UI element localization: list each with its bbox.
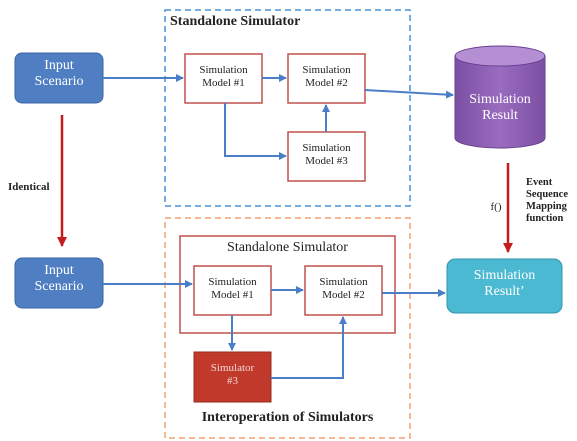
bottom-section-title: Interoperation of Simulators	[201, 410, 374, 425]
inner-standalone-title: Standalone Simulator	[227, 240, 348, 255]
bottom-section-border	[164, 217, 411, 439]
top-section-title: Standalone Simulator	[170, 14, 301, 29]
arrow-model1-to-model3	[224, 103, 287, 160]
simulator-3-label: Simulator#3	[210, 362, 255, 387]
result-database-icon	[454, 45, 546, 149]
top-model-3-box	[287, 131, 366, 182]
arrow-model2-to-result	[364, 89, 454, 99]
arrow-simulator3-to-model2	[271, 316, 347, 379]
result-prime-box	[446, 258, 563, 314]
top-section-border	[164, 9, 411, 207]
bottom-model-2-box	[304, 265, 383, 316]
simulator-3-box	[193, 351, 272, 403]
mapping-function-symbol: f()	[490, 201, 502, 213]
top-model-2-box	[287, 53, 366, 104]
bottom-model-1-box	[193, 265, 272, 316]
identical-label: Identical	[8, 181, 50, 193]
